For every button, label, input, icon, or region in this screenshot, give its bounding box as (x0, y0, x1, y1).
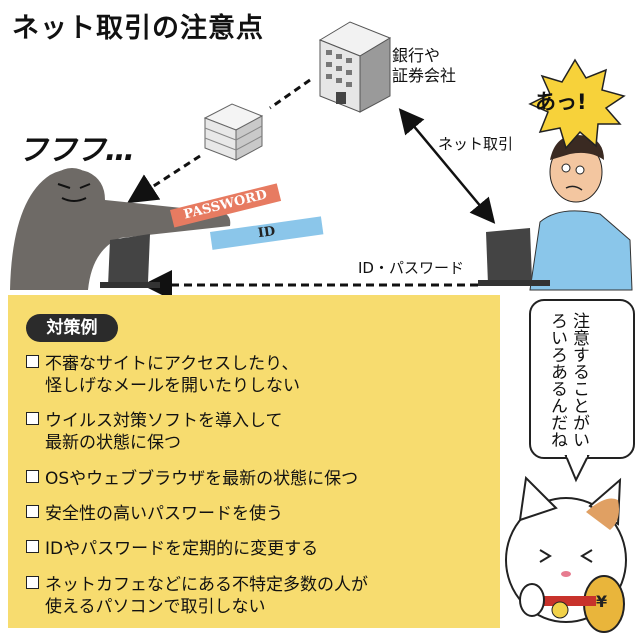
yen-coin-symbol: ¥ (596, 592, 608, 611)
item-line: ウイルス対策ソフトを導入して (45, 411, 283, 431)
bank-building-icon (318, 21, 392, 113)
item-line: IDやパスワードを定期的に変更する (45, 539, 319, 559)
item-line: OSやウェブブラウザを最新の状態に保つ (45, 469, 359, 489)
server-icon (203, 103, 264, 161)
list-item: IDやパスワードを定期的に変更する (26, 538, 496, 560)
item-line: 使えるパソコンで取引しない (45, 597, 266, 617)
hacker-laptop-icon (100, 234, 160, 288)
checkbox-icon (26, 576, 39, 589)
checkbox-icon (26, 540, 39, 553)
arrow-bank-server (269, 78, 311, 110)
checkbox-icon (26, 355, 39, 368)
page-title: ネット取引の注意点 (12, 13, 264, 44)
speech-bubble (529, 299, 635, 483)
panel-title: 対策例 (26, 314, 118, 342)
item-line: 最新の状態に保つ (45, 433, 181, 453)
item-line: 不審なサイトにアクセスしたり、 (45, 354, 299, 374)
item-line: 怪しげなメールを開いたりしない (45, 376, 300, 396)
item-line: 安全性の高いパスワードを使う (45, 504, 283, 524)
user-laptop-icon (478, 228, 550, 286)
hacker-laugh-text: フフフ… (18, 133, 135, 168)
user-figure (529, 135, 633, 291)
bank-label: 銀行や 証券会社 (392, 46, 482, 86)
item-line: ネットカフェなどにある不特定多数の人が (45, 575, 368, 595)
lucky-cat-figure (505, 475, 627, 633)
cat-speech-text: 注意することがいろいろあるんだね (547, 312, 589, 448)
hacker-figure (10, 168, 231, 290)
list-item: OSやウェブブラウザを最新の状態に保つ (26, 468, 496, 490)
surprise-text: あっ! (535, 90, 587, 114)
list-item: ネットカフェなどにある不特定多数の人が 使えるパソコンで取引しない (26, 574, 496, 618)
list-item: 安全性の高いパスワードを使う (26, 503, 496, 525)
bank-label-line2: 証券会社 (392, 66, 457, 85)
arrow-server-hacker (126, 154, 201, 204)
list-item: ウイルス対策ソフトを導入して 最新の状態に保つ (26, 410, 366, 454)
checkbox-icon (26, 412, 39, 425)
bank-label-line1: 銀行や (392, 46, 441, 65)
checkbox-icon (26, 505, 39, 518)
arrow-net-trade (398, 108, 496, 224)
net-trade-label: ネット取引 (438, 135, 514, 153)
countermeasures-panel (8, 295, 500, 628)
list-item: 不審なサイトにアクセスしたり、 怪しげなメールを開いたりしない (26, 353, 366, 397)
surprise-burst (528, 58, 626, 150)
id-password-label: ID・パスワード (358, 259, 464, 277)
checkbox-icon (26, 470, 39, 483)
